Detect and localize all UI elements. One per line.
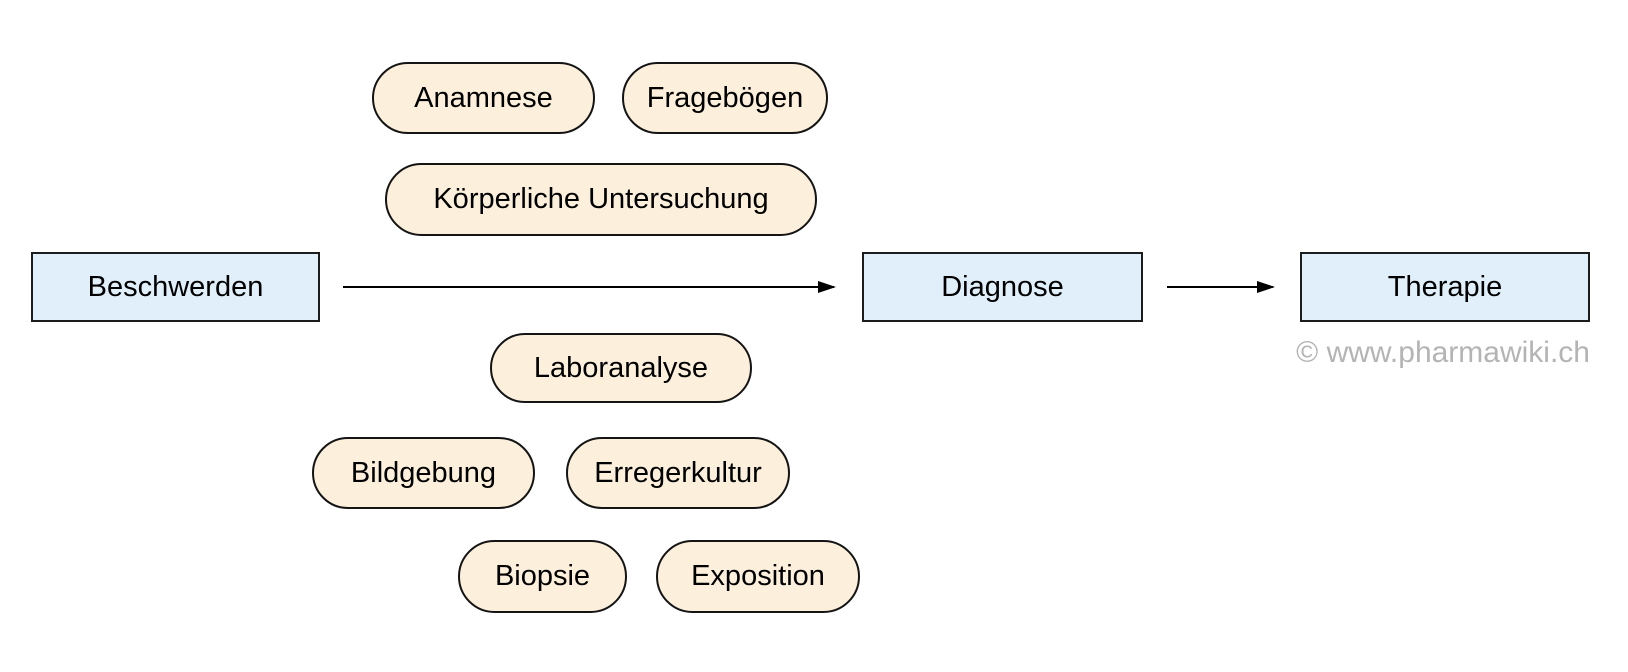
method-pill-koerperliche-untersuchung-label: Körperliche Untersuchung [433, 183, 769, 215]
method-pill-laboranalyse: Laboranalyse [490, 333, 752, 403]
method-pill-biopsie: Biopsie [458, 540, 627, 613]
flow-box-beschwerden: Beschwerden [31, 252, 320, 322]
method-pill-bildgebung-label: Bildgebung [350, 456, 497, 489]
flow-box-therapie-label: Therapie [1387, 270, 1503, 303]
method-pill-koerperliche-untersuchung: Körperliche Untersuchung [385, 163, 817, 236]
method-pill-erregerkultur: Erregerkultur [566, 437, 790, 509]
method-pill-exposition: Exposition [656, 540, 860, 613]
flow-box-therapie: Therapie [1300, 252, 1590, 322]
flow-box-diagnose: Diagnose [862, 252, 1143, 322]
method-pill-laboranalyse-label: Laboranalyse [533, 351, 709, 384]
method-pill-anamnese: Anamnese [372, 62, 595, 134]
method-pill-anamnese-label: Anamnese [414, 81, 553, 114]
flow-box-diagnose-label: Diagnose [941, 270, 1064, 303]
method-pill-biopsie-label: Biopsie [494, 560, 591, 592]
watermark-copyright: © www.pharmawiki.ch [1296, 336, 1590, 369]
flow-box-beschwerden-label: Beschwerden [87, 270, 264, 303]
method-pill-bildgebung: Bildgebung [312, 437, 535, 509]
method-pill-frageboegen: Fragebögen [622, 62, 828, 134]
method-pill-erregerkultur-label: Erregerkultur [594, 456, 762, 489]
method-pill-exposition-label: Exposition [691, 560, 825, 592]
method-pill-frageboegen-label: Fragebögen [646, 81, 804, 114]
